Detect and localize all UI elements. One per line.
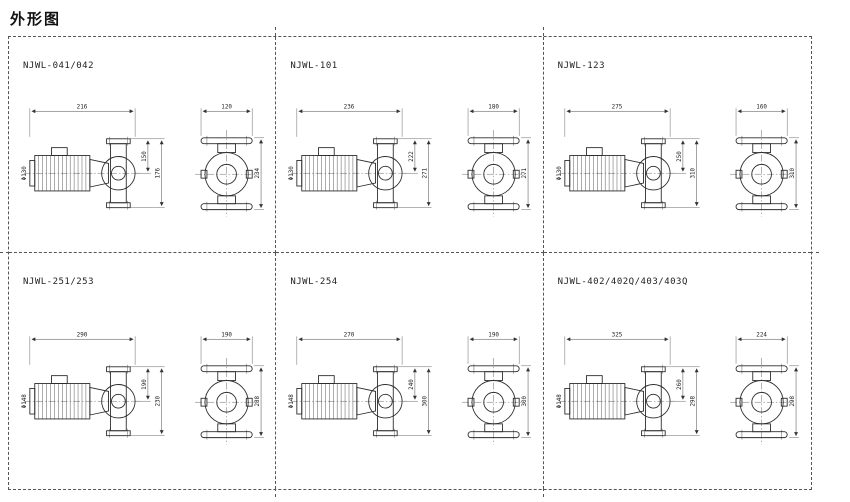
dim-front-height: 271: [523, 167, 529, 178]
dim-height-outer: 230: [156, 395, 162, 406]
model-label: NJWL-402/402Q/403/403Q: [557, 277, 688, 287]
frame-tick: [275, 488, 276, 497]
drawing-cell: NJWL-123: [543, 37, 811, 253]
dimension-lines: [29, 108, 265, 210]
dim-height-inner: 222: [409, 151, 415, 162]
pump-drawing: 325 260 298 Φ148 224 298: [557, 332, 800, 445]
dimension-lines: [564, 108, 800, 210]
pump-drawing: 270 240 300 Φ148 190 300: [289, 332, 532, 445]
model-label: NJWL-101: [290, 61, 338, 71]
dim-height-inner: 150: [142, 151, 148, 162]
dim-height-inner: 250: [677, 151, 683, 162]
pump-drawing: 275 250 310 Φ130 160 310: [557, 104, 800, 217]
dim-overall-length: 290: [77, 332, 88, 338]
pump-drawing: 216 150 176 Φ130 120 234: [22, 104, 265, 217]
dim-overall-length: 270: [344, 332, 355, 338]
drawing-cell: NJWL-041/042: [9, 37, 277, 253]
dim-overall-length: 325: [612, 332, 623, 338]
dim-overall-length: 236: [344, 104, 355, 110]
dim-flange-width: 224: [757, 332, 768, 338]
dimension-lines: [564, 336, 800, 438]
dim-motor-diameter: Φ130: [557, 166, 563, 181]
drawing-frame: NJWL-041/042: [8, 36, 812, 490]
dim-height-outer: 176: [156, 167, 162, 178]
dim-height-inner: 240: [409, 379, 415, 390]
dim-motor-diameter: Φ148: [22, 394, 28, 409]
frame-tick: [275, 27, 276, 36]
dim-front-height: 288: [255, 395, 261, 406]
dim-motor-diameter: Φ148: [557, 394, 563, 409]
frame-tick: [0, 252, 9, 253]
pump-drawing: 290 190 230 Φ148 190 288: [22, 332, 265, 445]
pump-front-view: [194, 129, 259, 217]
dim-flange-width: 160: [757, 104, 768, 110]
model-label: NJWL-041/042: [23, 61, 95, 71]
frame-tick: [810, 252, 819, 253]
model-label: NJWL-254: [290, 277, 338, 287]
pump-front-view: [462, 129, 527, 217]
pump-side-view: [290, 364, 408, 439]
frame-tick: [543, 27, 544, 36]
pump-side-view: [23, 364, 141, 439]
dim-flange-width: 190: [221, 332, 232, 338]
drawing-cell: NJWL-101: [276, 37, 544, 253]
dim-overall-length: 216: [77, 104, 88, 110]
pump-front-view: [194, 357, 259, 445]
drawing-cell: NJWL-254: [276, 253, 544, 489]
dim-front-height: 300: [523, 395, 529, 406]
pump-drawing: 236 222 271 Φ130 180 271: [289, 104, 532, 217]
drawing-cell: NJWL-402/402Q/403/403Q: [544, 253, 811, 489]
dim-overall-length: 275: [612, 104, 623, 110]
dim-motor-diameter: Φ130: [22, 166, 28, 181]
dim-motor-diameter: Φ130: [289, 166, 295, 181]
dim-height-inner: 260: [677, 379, 683, 390]
dim-height-outer: 271: [423, 167, 429, 178]
dimension-lines: [29, 336, 265, 438]
dim-height-inner: 190: [142, 379, 148, 390]
dim-height-outer: 310: [691, 167, 697, 178]
dim-front-height: 234: [255, 167, 261, 178]
dimension-lines: [297, 108, 532, 210]
frame-tick: [543, 488, 544, 497]
pump-side-view: [290, 136, 408, 211]
dim-flange-width: 120: [221, 104, 232, 110]
pump-side-view: [558, 364, 676, 439]
pump-side-view: [558, 136, 676, 211]
pump-side-view: [23, 136, 141, 211]
pump-front-view: [462, 357, 527, 445]
dim-height-outer: 298: [691, 395, 697, 406]
drawing-cell: NJWL-251/253: [9, 253, 277, 489]
dimension-lines: [297, 336, 532, 438]
dim-motor-diameter: Φ148: [289, 394, 295, 409]
model-label: NJWL-123: [557, 61, 606, 71]
page-title: 外形图: [10, 10, 62, 28]
pump-front-view: [730, 357, 794, 445]
model-label: NJWL-251/253: [23, 277, 95, 287]
dim-front-height: 310: [790, 167, 796, 178]
dim-front-height: 298: [790, 395, 796, 406]
dim-flange-width: 190: [489, 332, 500, 338]
dim-height-outer: 300: [423, 395, 429, 406]
dim-flange-width: 180: [489, 104, 500, 110]
pump-front-view: [730, 129, 794, 217]
